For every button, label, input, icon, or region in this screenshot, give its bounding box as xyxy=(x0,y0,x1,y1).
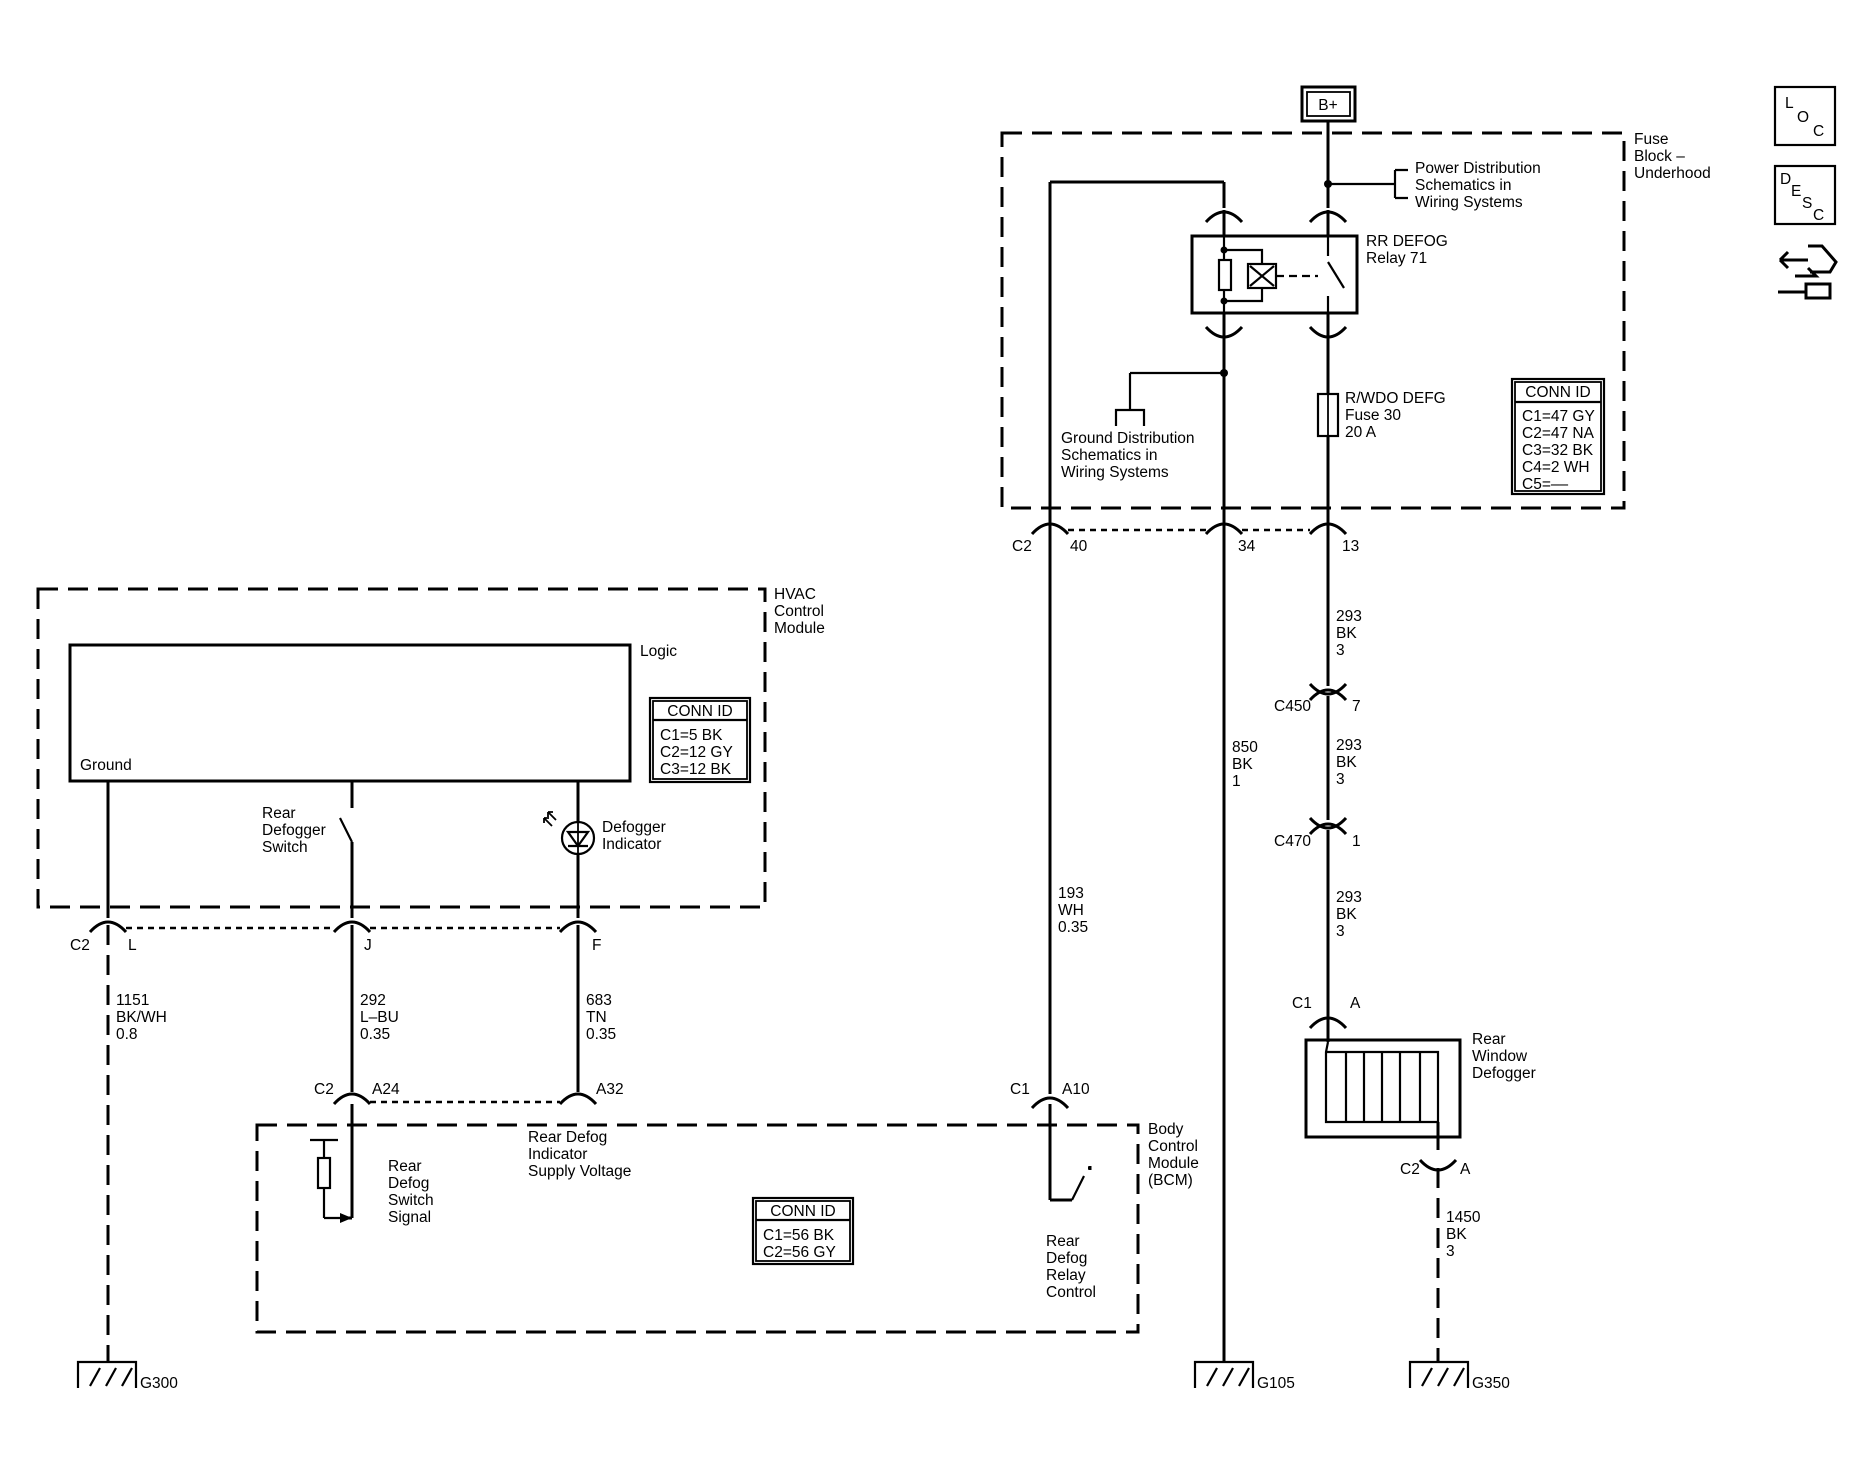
svg-text:34: 34 xyxy=(1238,538,1256,555)
svg-text:C: C xyxy=(1813,123,1824,140)
svg-text:C1=5 BK: C1=5 BK xyxy=(660,727,723,744)
rear-defogger-switch-label: Rear Defogger Switch xyxy=(262,805,330,856)
svg-text:G350: G350 xyxy=(1472,1375,1510,1392)
svg-text:7: 7 xyxy=(1352,698,1361,715)
relay-control-label: Rear Defog Relay Control xyxy=(1046,1233,1096,1301)
svg-text:C3=12 BK: C3=12 BK xyxy=(660,761,732,778)
power-distribution-ref: Power Distribution Schematics in Wiring … xyxy=(1415,160,1545,211)
switch-signal-label: Rear Defog Switch Signal xyxy=(388,1158,438,1226)
rear-window-defogger xyxy=(1304,1018,1462,1150)
hvac-c2-label: C2 xyxy=(70,937,90,954)
svg-text:C1=56 BK: C1=56 BK xyxy=(763,1227,835,1244)
wire-293-b-label: 293 BK 3 xyxy=(1336,737,1366,788)
svg-text:G105: G105 xyxy=(1257,1375,1295,1392)
bcm-conn-id: CONN ID C1=56 BK C2=56 GY xyxy=(751,1196,855,1266)
svg-text:D: D xyxy=(1780,171,1791,188)
svg-text:C: C xyxy=(1813,207,1824,224)
wire-292-label: 292 L–BU 0.35 xyxy=(360,992,403,1043)
svg-text:J: J xyxy=(364,937,372,954)
defogger-indicator-label: Defogger Indicator xyxy=(602,819,670,853)
wire-850-label: 850 BK 1 xyxy=(1232,739,1262,790)
svg-text:L: L xyxy=(1785,95,1794,112)
loc-icon[interactable]: L O C xyxy=(1773,85,1837,147)
svg-text:C470: C470 xyxy=(1274,833,1311,850)
svg-text:CONN ID: CONN ID xyxy=(667,703,732,720)
battery-source: B+ xyxy=(1300,85,1357,123)
wire-293-a-label: 293 BK 3 xyxy=(1336,608,1366,659)
connector-c450: C450 7 xyxy=(1274,682,1361,715)
defogger-indicator-led xyxy=(543,811,596,856)
svg-text:C1=47 GY: C1=47 GY xyxy=(1522,408,1595,425)
wire-683-label: 683 TN 0.35 xyxy=(586,992,616,1043)
svg-text:F: F xyxy=(592,937,601,954)
svg-text:C2=56 GY: C2=56 GY xyxy=(763,1244,836,1261)
ground-distribution-ref: Ground Distribution Schematics in Wiring… xyxy=(1061,430,1199,481)
svg-text:C2: C2 xyxy=(314,1081,334,1098)
svg-text:C1: C1 xyxy=(1292,995,1312,1012)
hvac-conn-id: CONN ID C1=5 BK C2=12 GY C3=12 BK xyxy=(648,696,752,784)
ground-label: Ground xyxy=(80,757,132,774)
connector-view-icon[interactable] xyxy=(1778,244,1838,300)
bcm-switch-signal-circuit xyxy=(310,1104,354,1223)
wire-193-label: 193 WH 0.35 xyxy=(1058,885,1088,936)
svg-text:C2=12 GY: C2=12 GY xyxy=(660,744,733,761)
svg-text:A32: A32 xyxy=(596,1081,624,1098)
svg-text:A: A xyxy=(1460,1161,1471,1178)
desc-icon[interactable]: D E S C xyxy=(1773,164,1837,226)
svg-text:A: A xyxy=(1350,995,1361,1012)
hvac-module-boundary xyxy=(36,587,767,909)
svg-text:C2: C2 xyxy=(1400,1161,1420,1178)
relay-label: RR DEFOG Relay 71 xyxy=(1366,233,1452,267)
indicator-supply-label: Rear Defog Indicator Supply Voltage xyxy=(528,1129,631,1180)
bcm-boundary xyxy=(255,1123,1140,1334)
svg-text:S: S xyxy=(1802,195,1812,212)
svg-text:C5=––: C5=–– xyxy=(1522,476,1568,493)
hvac-logic-block xyxy=(68,643,632,783)
svg-text:C3=32 BK: C3=32 BK xyxy=(1522,442,1594,459)
svg-text:G300: G300 xyxy=(140,1375,178,1392)
svg-text:40: 40 xyxy=(1070,538,1088,555)
wire-293-c-label: 293 BK 3 xyxy=(1336,889,1366,940)
svg-text:E: E xyxy=(1791,183,1801,200)
svg-text:C450: C450 xyxy=(1274,698,1311,715)
fuse-block-conn-id: CONN ID C1=47 GY C2=47 NA C3=32 BK C4=2 … xyxy=(1510,377,1606,496)
svg-text:1: 1 xyxy=(1352,833,1361,850)
svg-text:O: O xyxy=(1797,109,1809,126)
fuse-block-title: Fuse Block – Underhood xyxy=(1634,131,1711,182)
svg-text:CONN ID: CONN ID xyxy=(1525,384,1590,401)
battery-label: B+ xyxy=(1318,97,1337,114)
fuse-block-c2: C2 xyxy=(1012,538,1032,555)
svg-text:13: 13 xyxy=(1342,538,1359,555)
svg-text:A10: A10 xyxy=(1062,1081,1090,1098)
bcm-title: Body Control Module (BCM) xyxy=(1148,1121,1203,1189)
wire-1450-label: 1450 BK 3 xyxy=(1446,1209,1485,1260)
wire-1151-label: 1151 BK/WH 0.8 xyxy=(116,992,171,1043)
rr-defog-relay xyxy=(1050,180,1359,340)
svg-text:L: L xyxy=(128,937,137,954)
svg-text:CONN ID: CONN ID xyxy=(770,1203,835,1220)
fuse-block-boundary xyxy=(1000,131,1626,510)
svg-text:C2=47 NA: C2=47 NA xyxy=(1522,425,1595,442)
ground-g300: G300 xyxy=(76,1360,178,1392)
svg-text:A24: A24 xyxy=(372,1081,400,1098)
fuse-label: R/WDO DEFG Fuse 30 20 A xyxy=(1345,390,1450,441)
defogger-label: Rear Window Defogger xyxy=(1472,1031,1536,1082)
svg-text:C4=2 WH: C4=2 WH xyxy=(1522,459,1590,476)
svg-text:C1: C1 xyxy=(1010,1081,1030,1098)
hvac-module-title: HVAC Control Module xyxy=(774,586,828,637)
ground-g105: G105 xyxy=(1193,1360,1295,1392)
bcm-relay-control-switch xyxy=(1048,1104,1092,1202)
connector-c470: C470 1 xyxy=(1274,816,1361,850)
ground-g350: G350 xyxy=(1408,1360,1510,1392)
logic-label: Logic xyxy=(640,643,677,660)
